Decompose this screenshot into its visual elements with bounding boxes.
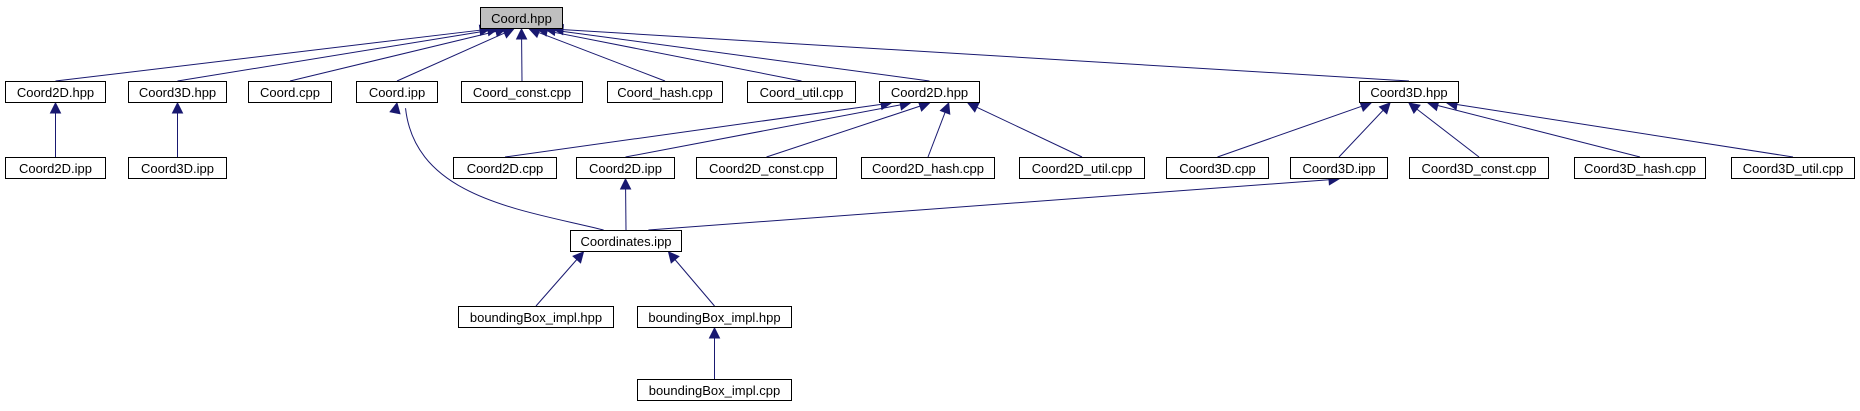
arrowhead-icon [1359, 101, 1373, 112]
edge-coord3d_util_cpp-to-coord3d_hpp_b [1456, 104, 1794, 158]
arrowhead-icon [515, 27, 528, 40]
edge-coordinates_ipp-to-coord_ipp [405, 108, 604, 231]
edge-coordinates_ipp-to-coord3d_ipp_b [648, 179, 1330, 231]
node-coord3d-ipp-b[interactable]: Coord3D.ipp [1290, 157, 1388, 179]
edge-bbox_impl_hpp_a-to-coordinates_ipp [535, 259, 578, 307]
node-coord2d-hpp-b[interactable]: Coord2D.hpp [879, 81, 980, 103]
edge-coord3d_hash_cpp-to-coord3d_hpp_b [1437, 104, 1641, 158]
node-coord3d-hpp-b[interactable]: Coord3D.hpp [1359, 81, 1459, 103]
node-boundingbox-impl-hpp-b[interactable]: boundingBox_impl.hpp [637, 306, 792, 328]
edge-coord2d_hpp_a-to-root [55, 29, 481, 82]
arrowhead-icon [171, 101, 184, 114]
arrowhead-icon [1408, 102, 1421, 115]
node-coord-hpp-root: Coord.hpp [480, 7, 563, 29]
node-coord2d-ipp-b[interactable]: Coord2D.ipp [576, 157, 675, 179]
node-coord-ipp[interactable]: Coord.ipp [356, 81, 438, 103]
node-coord2d-hpp[interactable]: Coord2D.hpp [5, 81, 106, 103]
node-coord3d-hash-cpp[interactable]: Coord3D_hash.cpp [1574, 157, 1706, 179]
edge-coord_ipp-to-root [396, 32, 505, 82]
edge-coord2d_const_cpp-to-coord2d_hpp_b [766, 105, 921, 158]
edge-coord2d_ipp_b-to-coord2d_hpp_b [625, 104, 901, 158]
edge-coord3d_ipp_b-to-coord3d_hpp_b [1338, 109, 1384, 158]
arrowhead-icon [939, 101, 951, 115]
edge-coord3d_cpp-to-coord3d_hpp_b [1217, 105, 1362, 158]
arrowhead-icon [49, 101, 62, 114]
node-coord2d-cpp[interactable]: Coord2D.cpp [453, 157, 557, 179]
node-coord2d-hash-cpp[interactable]: Coord2D_hash.cpp [861, 157, 995, 179]
edge-coord2d_hash_cpp-to-coord2d_hpp_b [927, 112, 946, 158]
node-coord3d-util-cpp[interactable]: Coord3D_util.cpp [1731, 157, 1855, 179]
arrowhead-icon [572, 251, 585, 264]
edge-coord_cpp-to-root [289, 30, 497, 82]
node-coord2d-util-cpp[interactable]: Coord2D_util.cpp [1019, 157, 1145, 179]
node-coord3d-ipp[interactable]: Coord3D.ipp [128, 157, 227, 179]
node-coord3d-hpp[interactable]: Coord3D.hpp [128, 81, 227, 103]
edge-coord2d_cpp-to-coord2d_hpp_b [504, 103, 882, 158]
edge-bbox_impl_hpp_b-to-coordinates_ipp [674, 259, 715, 307]
edge-coord3d_hpp_b-to-root [562, 29, 1410, 82]
arrowhead-icon [966, 102, 980, 113]
edge-coord2d_hpp_b-to-root [554, 29, 930, 82]
edge-coord_util_cpp-to-root [546, 30, 802, 82]
edge-coord_hash_cpp-to-root [538, 32, 666, 82]
node-coord3d-const-cpp[interactable]: Coord3D_const.cpp [1409, 157, 1549, 179]
node-coordinates-ipp[interactable]: Coordinates.ipp [570, 230, 682, 252]
edge-coord3d_hpp_a-to-root [177, 30, 489, 82]
node-coord2d-ipp[interactable]: Coord2D.ipp [5, 157, 106, 179]
arrowhead-icon [1378, 102, 1391, 115]
arrowhead-icon [501, 27, 515, 39]
node-boundingbox-impl-cpp[interactable]: boundingBox_impl.cpp [637, 379, 792, 401]
node-coord3d-cpp[interactable]: Coord3D.cpp [1166, 157, 1269, 179]
node-boundingbox-impl-hpp[interactable]: boundingBox_impl.hpp [458, 306, 614, 328]
node-coord-util-cpp[interactable]: Coord_util.cpp [747, 81, 856, 103]
arrowhead-icon [708, 326, 721, 339]
node-coord-const-cpp[interactable]: Coord_const.cpp [461, 81, 583, 103]
node-coord2d-const-cpp[interactable]: Coord2D_const.cpp [696, 157, 837, 179]
arrowhead-icon [667, 251, 680, 264]
edge-coord3d_const_cpp-to-coord3d_hpp_b [1416, 108, 1480, 158]
node-coord-hash-cpp[interactable]: Coord_hash.cpp [607, 81, 723, 103]
arrowhead-icon [619, 177, 632, 190]
edge-coord2d_util_cpp-to-coord2d_hpp_b [976, 106, 1083, 158]
arrowhead-icon [389, 101, 401, 115]
node-coord-cpp[interactable]: Coord.cpp [248, 81, 332, 103]
